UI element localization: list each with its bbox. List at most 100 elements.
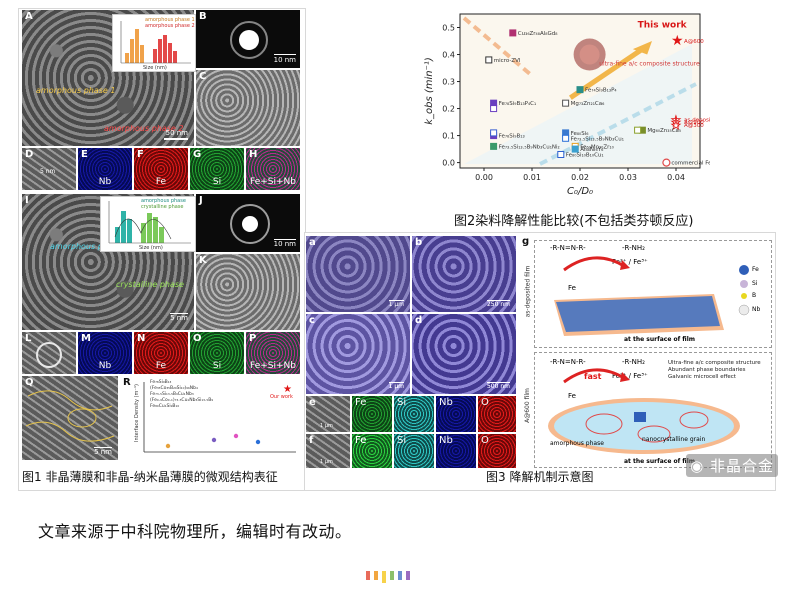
panel-o-label: O	[193, 333, 202, 344]
hist-bottom-legend-1: amorphous phase	[141, 198, 186, 204]
data-label-12: Fe₈₀Si₆	[571, 131, 590, 137]
data-point-2: ★	[671, 116, 681, 129]
hist-inset-bottom: amorphous phase crystalline phase Size (…	[100, 196, 196, 252]
y-axis-label: k_obs (min⁻¹)	[424, 57, 435, 125]
x-tick-label-2: 0.02	[571, 173, 589, 182]
map-3e-si: Si	[394, 396, 434, 432]
map-n-element: Fe	[155, 361, 167, 371]
panel-p: P Fe+Si+Nb	[246, 332, 300, 374]
map-3f-o: O	[478, 434, 516, 468]
map-f-element: Fe	[155, 177, 167, 187]
figure2-caption: 图2染料降解性能比较(不包括类芬顿反应)	[454, 214, 694, 229]
scale-i-label: 5 nm	[170, 313, 188, 322]
watermark-logo: ◉ 非晶合金	[686, 454, 778, 477]
panel-3e-label: e	[309, 397, 316, 408]
panel-3b: b 250 nm	[412, 236, 516, 312]
microstructure-core	[579, 44, 600, 65]
y-tick-label-0: 0.0	[442, 159, 455, 168]
panel-3e: e 1 μm	[306, 396, 350, 432]
panel-l: L	[22, 332, 76, 374]
data-point-13	[562, 134, 570, 142]
g-bottom-fast: fast	[584, 372, 602, 381]
g-top-right-reaction: -R-NH₂	[622, 244, 645, 252]
g-bottom-surface: at the surface of film	[624, 458, 696, 465]
panel-a-label: A	[25, 11, 33, 22]
y-tick-label-3: 0.3	[442, 78, 455, 87]
map-g-element: Si	[212, 177, 222, 187]
hist-top-svg	[120, 21, 191, 64]
r-point-1	[165, 443, 171, 449]
panel-j: J 10 nm	[196, 194, 300, 252]
g-legend-fe: Fe	[752, 266, 759, 273]
divider-dots	[366, 571, 410, 583]
g-bottom-box	[534, 352, 772, 468]
x-tick-label-1: 0.01	[523, 173, 541, 182]
panel-3c: c 1 μm	[306, 314, 410, 394]
panel-f: F Fe	[134, 148, 188, 190]
data-label-8: Fe₇₈Si₉B₁₃P₄C₁	[499, 101, 537, 107]
data-label-20: commercial Fe powder	[671, 161, 710, 167]
y-tick-label-1: 0.1	[442, 132, 455, 141]
hist-inset-top: amorphous phase 1 amorphous phase 2 Size…	[112, 14, 196, 72]
figure1-caption: 图1 非晶薄膜和非晶-纳米晶薄膜的微观结构表征	[22, 470, 278, 484]
data-point-3: ★	[671, 119, 681, 132]
data-label-18: Al₈₈Ni₆Y₆	[580, 147, 604, 153]
panel-3f-label: f	[309, 435, 314, 446]
map-o-element: Si	[212, 361, 222, 371]
g-bullet-2: Abundant phase boundaries	[668, 367, 746, 373]
map-3f-nb: Nb	[436, 434, 476, 468]
data-point-20	[662, 158, 671, 167]
g-top-box	[534, 240, 772, 348]
divider-dot-5	[406, 571, 410, 580]
map-p-element: Fe+Si+Nb	[250, 361, 296, 371]
panel-j-label: J	[199, 195, 203, 206]
grain-ring	[36, 342, 62, 368]
g-legend-nb: Nb	[752, 306, 761, 313]
panel-3b-label: b	[415, 237, 423, 248]
divider-dot-2	[382, 571, 386, 583]
g-bottom-ion: Fe²⁺ / Fe³⁺	[612, 372, 648, 380]
panel-b-label: B	[199, 11, 207, 22]
hist-bottom-svg	[108, 201, 191, 244]
g-bullet-3: Galvanic microcell effect	[668, 374, 736, 380]
map-3f-nb-label: Nb	[439, 435, 453, 446]
y-tick-label-5: 0.5	[442, 24, 455, 33]
background-wedge	[464, 44, 692, 164]
data-label-13: Fe₇₃.₅Si₁₃.₅B₉Nb₃Cu₁	[571, 136, 624, 142]
panel-q-label: Q	[25, 377, 34, 388]
data-label-1: as-deposited	[684, 117, 710, 123]
panel-h-label: H	[249, 149, 258, 160]
data-label-2: A@900	[684, 120, 704, 126]
g-legend-b: B	[752, 292, 757, 299]
data-label-14: Mg₆₀Zn₃₅Ca₅	[647, 128, 681, 134]
panel-q: Q 5 nm	[22, 376, 118, 460]
data-point-15	[634, 126, 642, 134]
panel-e-label: E	[81, 149, 88, 160]
panel-3d: d 500 nm	[412, 314, 516, 394]
map-3e-o-label: O	[481, 397, 489, 408]
map-m-element: Nb	[98, 361, 112, 371]
watermark-icon: ◉	[690, 457, 705, 475]
data-point-1: ★	[671, 113, 681, 126]
r-legend-2: (Fe₃₅Co₃₅B₂₀Si₁₀)₉₆Nb₄	[150, 386, 198, 391]
data-label-10: Fe₇₈Si₉B₁₃	[499, 134, 525, 140]
map-3e-si-label: Si	[397, 397, 407, 408]
data-label-17: Fe₆₀Mo₂₀Zr₁₀	[580, 144, 614, 150]
r-point-2	[211, 437, 217, 443]
scale-a-label: 50 nm	[165, 129, 188, 137]
data-point-5	[485, 56, 493, 64]
divider-dot-3	[390, 571, 394, 580]
panel-3a-label: a	[309, 237, 316, 248]
data-label-0: A@600	[684, 39, 704, 45]
panel-g: G Si	[190, 148, 244, 190]
panel-m-label: M	[81, 333, 91, 344]
map-3f-si-label: Si	[397, 435, 407, 446]
panel-3a: a 1 μm	[306, 236, 410, 312]
map-e-element: Nb	[98, 177, 112, 187]
panel-r: R ★ Our work Fe₇₈Si₉B₁₃ (Fe₃₅Co₃₅B₂₀Si₁₀…	[120, 376, 300, 460]
r-legend-5: Fe₈₀Cu₁Si₉B₁₀	[150, 404, 180, 409]
saed-ring-outer	[230, 21, 268, 59]
map-3e-fe-label: Fe	[355, 397, 367, 408]
divider-dot-1	[374, 571, 378, 580]
